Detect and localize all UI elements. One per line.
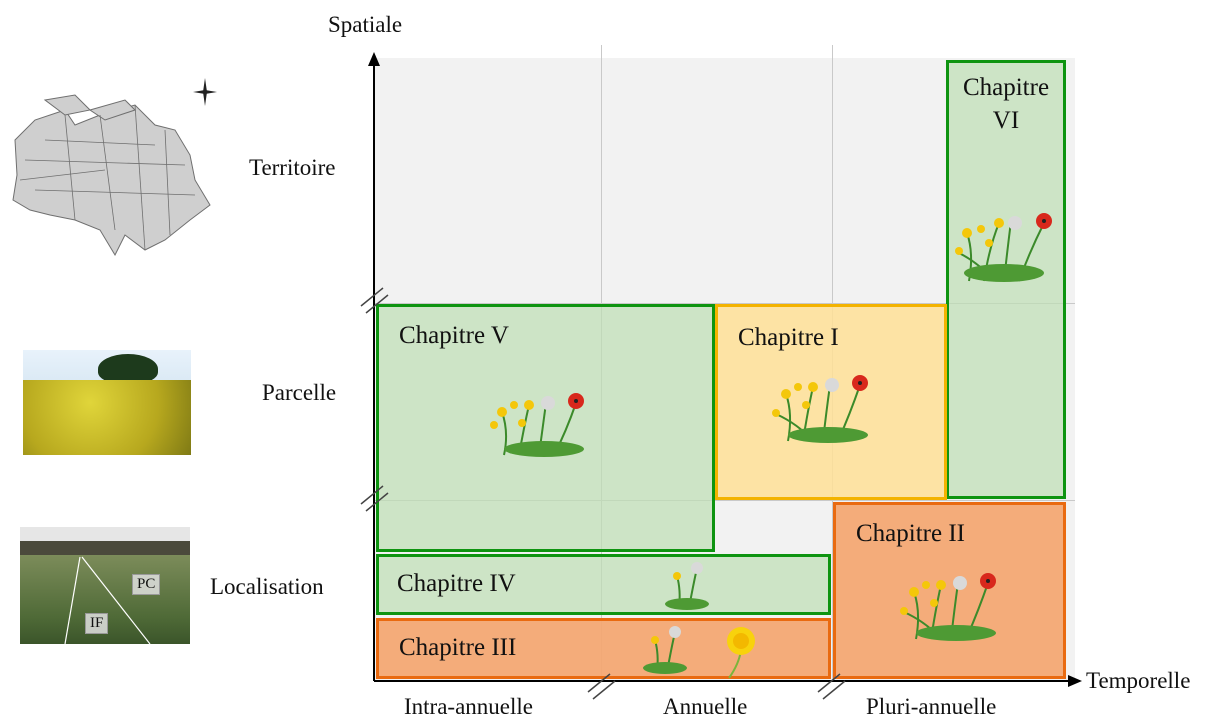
- chapter-i-box: Chapitre I: [715, 304, 947, 500]
- flower-illustration: [955, 213, 1052, 282]
- x-axis-label: Temporelle: [1086, 668, 1191, 693]
- dandelion-illustration: [665, 562, 709, 610]
- grid-line-h1: [375, 303, 1075, 304]
- dandelion-flower-icon: [727, 627, 755, 679]
- chapter-v-label: Chapitre V: [399, 322, 509, 349]
- level-annuelle: Annuelle: [663, 694, 748, 719]
- level-pluri-annuelle: Pluri-annuelle: [866, 694, 997, 719]
- chapter-ii-box: Chapitre II: [833, 502, 1066, 679]
- level-parcelle: Parcelle: [262, 380, 337, 405]
- flower-illustration: [900, 573, 996, 641]
- territory-map: [12, 78, 217, 257]
- flower-illustration: [490, 393, 584, 457]
- chapter-v-box: Chapitre V: [376, 304, 715, 552]
- grid-line-h2: [375, 500, 1075, 501]
- plot-photo: PC IF: [20, 527, 190, 644]
- level-intra-annuelle: Intra-annuelle: [404, 694, 533, 719]
- dandelion-illustration: [643, 626, 687, 674]
- y-axis-label: Spatiale: [328, 12, 403, 37]
- chapter-vi-box: Chapitre VI: [946, 60, 1066, 499]
- level-territoire: Territoire: [249, 155, 336, 180]
- chapter-iv-box: Chapitre IV: [376, 554, 831, 615]
- flower-illustration: [772, 375, 868, 443]
- chapter-vi-label: Chapitre VI: [962, 74, 1050, 134]
- chapter-i-label: Chapitre I: [738, 324, 839, 351]
- photo-tag-pc: PC: [132, 574, 161, 595]
- chapter-ii-label: Chapitre II: [856, 520, 965, 547]
- photo-tag-if: IF: [85, 613, 109, 634]
- chapter-iv-label: Chapitre IV: [397, 570, 516, 597]
- field-photo: [23, 350, 191, 455]
- chapter-iii-box: Chapitre III: [376, 618, 831, 679]
- chapter-iii-label: Chapitre III: [399, 634, 517, 661]
- level-localisation: Localisation: [210, 574, 324, 599]
